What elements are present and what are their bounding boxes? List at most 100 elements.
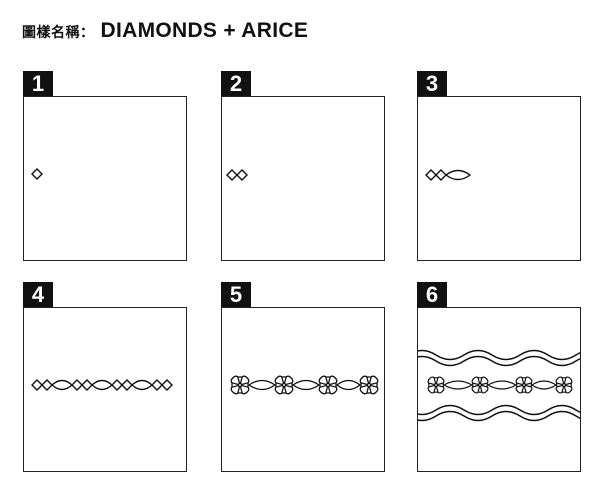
flower-oval-row	[427, 376, 573, 394]
diamond-motif	[31, 168, 43, 180]
flower-motif	[274, 375, 294, 395]
diamond-motif	[226, 169, 238, 181]
pattern-name: DIAMONDS + ARICE	[100, 19, 309, 42]
step-panel	[221, 307, 385, 472]
petal-shape	[561, 382, 567, 393]
petal-shape	[556, 382, 567, 388]
oval-motif	[247, 379, 277, 391]
wave-line	[418, 410, 580, 422]
flower-center	[477, 382, 483, 388]
diamond-motif	[81, 379, 93, 391]
step-4-drawing	[31, 379, 173, 391]
diamond-motif	[151, 379, 163, 391]
flower-motif	[427, 376, 445, 394]
petal-shape	[365, 382, 373, 394]
petal-shape	[521, 377, 527, 388]
petal-shape	[236, 376, 244, 388]
flower-center	[325, 382, 331, 388]
flower-motif	[318, 375, 338, 395]
step-5-drawing	[230, 375, 379, 395]
diamond-motif	[161, 379, 173, 391]
step-number: 1	[23, 71, 53, 96]
flower-motif	[359, 375, 379, 395]
title-prefix: 圖樣名稱：	[22, 25, 95, 41]
oval-motif	[486, 380, 518, 390]
petal-shape	[521, 382, 527, 393]
petal-shape	[281, 381, 293, 389]
step-panel	[221, 96, 385, 261]
petal-shape	[477, 382, 483, 393]
petal-shape	[428, 382, 439, 388]
diamond-motif	[71, 379, 83, 391]
flower-center	[366, 382, 372, 388]
petal-shape	[324, 376, 332, 388]
diagram-title: 圖樣名稱： DIAMONDS + ARICE	[22, 19, 308, 49]
oval-motif	[530, 380, 558, 390]
step-number: 4	[23, 282, 53, 307]
diamond-motif	[41, 379, 53, 391]
petal-shape	[319, 381, 331, 389]
oval-motif	[335, 379, 362, 391]
flower-motif	[230, 375, 250, 395]
petal-shape	[236, 382, 244, 394]
diamond-motif	[236, 169, 248, 181]
petal-shape	[561, 382, 572, 388]
wave-borders	[418, 349, 580, 422]
step-panel	[417, 307, 581, 472]
diamond-oval-row	[31, 379, 173, 391]
step-number: 5	[221, 282, 251, 307]
flower-oval-row	[230, 375, 379, 395]
petal-shape	[561, 377, 567, 388]
oval-motif	[50, 379, 74, 391]
step-panel	[23, 96, 187, 261]
wave-line	[418, 349, 580, 361]
step-2-drawing	[226, 169, 248, 181]
diamond-motif	[111, 379, 123, 391]
step-6-drawing	[418, 349, 580, 422]
petal-shape	[366, 381, 378, 389]
petal-shape	[433, 377, 439, 388]
step-panel	[23, 307, 187, 472]
petal-shape	[516, 382, 527, 388]
step-number: 3	[417, 71, 447, 96]
diamond-motif	[121, 379, 133, 391]
step-3-drawing	[425, 169, 472, 181]
oval-motif	[291, 379, 321, 391]
petal-shape	[472, 382, 483, 388]
petal-shape	[231, 381, 243, 389]
oval-motif	[130, 379, 154, 391]
oval-motif	[90, 379, 114, 391]
petal-shape	[477, 377, 483, 388]
diamond-motif	[31, 379, 43, 391]
flower-center	[237, 382, 243, 388]
flower-motif	[471, 376, 489, 394]
petal-shape	[360, 381, 372, 389]
oval-motif	[444, 169, 472, 181]
petal-shape	[433, 382, 444, 388]
flower-center	[433, 382, 439, 388]
petal-shape	[275, 381, 287, 389]
petal-shape	[237, 381, 249, 389]
wave-line	[418, 404, 580, 416]
wave-line	[418, 355, 580, 367]
flower-center	[561, 382, 567, 388]
step-number: 6	[417, 282, 447, 307]
diamond-motif	[435, 169, 447, 181]
oval-motif	[442, 380, 474, 390]
flower-motif	[555, 376, 573, 394]
petal-shape	[280, 376, 288, 388]
flower-motif	[515, 376, 533, 394]
step-panel	[417, 96, 581, 261]
step-number: 2	[221, 71, 251, 96]
step-1-drawing	[31, 168, 43, 180]
petal-shape	[324, 382, 332, 394]
flower-center	[521, 382, 527, 388]
petal-shape	[477, 382, 488, 388]
diamond-motif	[425, 169, 437, 181]
petal-shape	[365, 376, 373, 388]
flower-center	[281, 382, 287, 388]
petal-shape	[521, 382, 532, 388]
petal-shape	[433, 382, 439, 393]
petal-shape	[325, 381, 337, 389]
petal-shape	[280, 382, 288, 394]
